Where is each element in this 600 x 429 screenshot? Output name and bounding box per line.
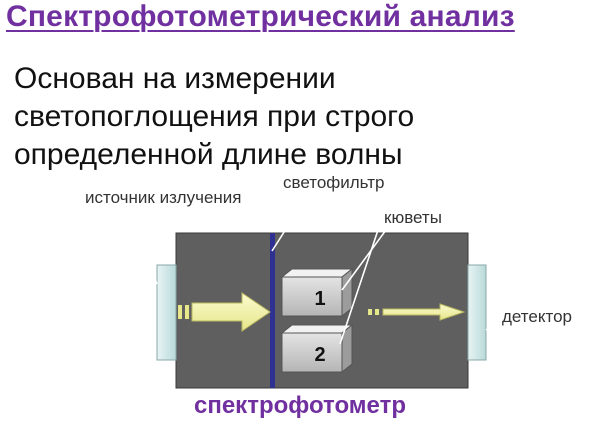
description-line-1: Основан на измерении bbox=[14, 62, 336, 95]
description: Основан на измерении светопоглощения при… bbox=[14, 60, 414, 174]
cuvettes-label: кюветы bbox=[384, 208, 442, 227]
description-line-2: светопоглощения при строго bbox=[14, 100, 415, 133]
cuvette-1: 1 bbox=[280, 267, 354, 318]
page-title: Спектрофотометрический анализ bbox=[6, 0, 515, 33]
source-leader-line bbox=[132, 217, 158, 285]
cuvette-1-label: 1 bbox=[314, 288, 325, 310]
detector-label: детектор bbox=[502, 307, 572, 326]
detector-panel bbox=[467, 264, 487, 361]
leader-lines bbox=[132, 195, 503, 345]
spectrophotometer-caption: спектрофотометр bbox=[193, 392, 406, 419]
cuvette-2-label: 2 bbox=[314, 344, 325, 366]
filter-label: светофильтр bbox=[283, 173, 384, 192]
light-filter bbox=[270, 233, 275, 388]
cuvette-2: 2 bbox=[280, 323, 354, 374]
incoming-light-arrow bbox=[178, 292, 271, 332]
cuvette-2-leader-line bbox=[339, 229, 379, 345]
transmitted-light-arrow bbox=[368, 303, 466, 321]
source-label: источник излучения bbox=[85, 188, 242, 207]
cuvette-1-leader-line bbox=[341, 229, 387, 291]
source-panel bbox=[156, 264, 177, 361]
filter-leader-line bbox=[271, 195, 308, 252]
description-line-3: определенной длине волны bbox=[14, 138, 403, 171]
detector-leader-line bbox=[485, 315, 503, 331]
